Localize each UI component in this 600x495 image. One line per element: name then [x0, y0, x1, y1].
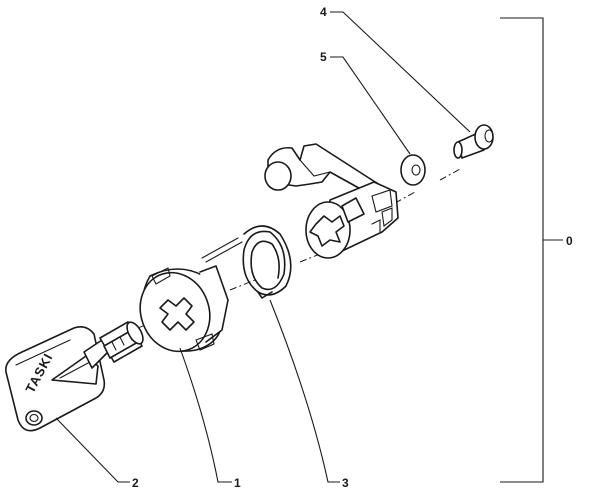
washer-part-5 [400, 154, 426, 186]
key-blade [99, 321, 144, 363]
spring-part-3 [201, 225, 292, 299]
leader-line-5 [330, 56, 411, 155]
leader-line-1 [179, 347, 232, 483]
bezel-ring-part-1 [139, 265, 229, 353]
pin-part-4 [453, 124, 494, 159]
lock-body [264, 143, 399, 259]
callout-0: 0 [566, 234, 573, 248]
leader-line-0 [500, 17, 563, 483]
leader-line-3 [269, 299, 340, 483]
callout-3: 3 [342, 476, 349, 490]
callout-1: 1 [234, 476, 241, 490]
key-part-2: TASKI [5, 326, 109, 432]
leader-line-2 [55, 417, 130, 483]
callout-5: 5 [320, 50, 327, 64]
callout-2: 2 [132, 476, 139, 490]
leader-line-4 [330, 11, 471, 133]
callout-4: 4 [320, 5, 327, 19]
